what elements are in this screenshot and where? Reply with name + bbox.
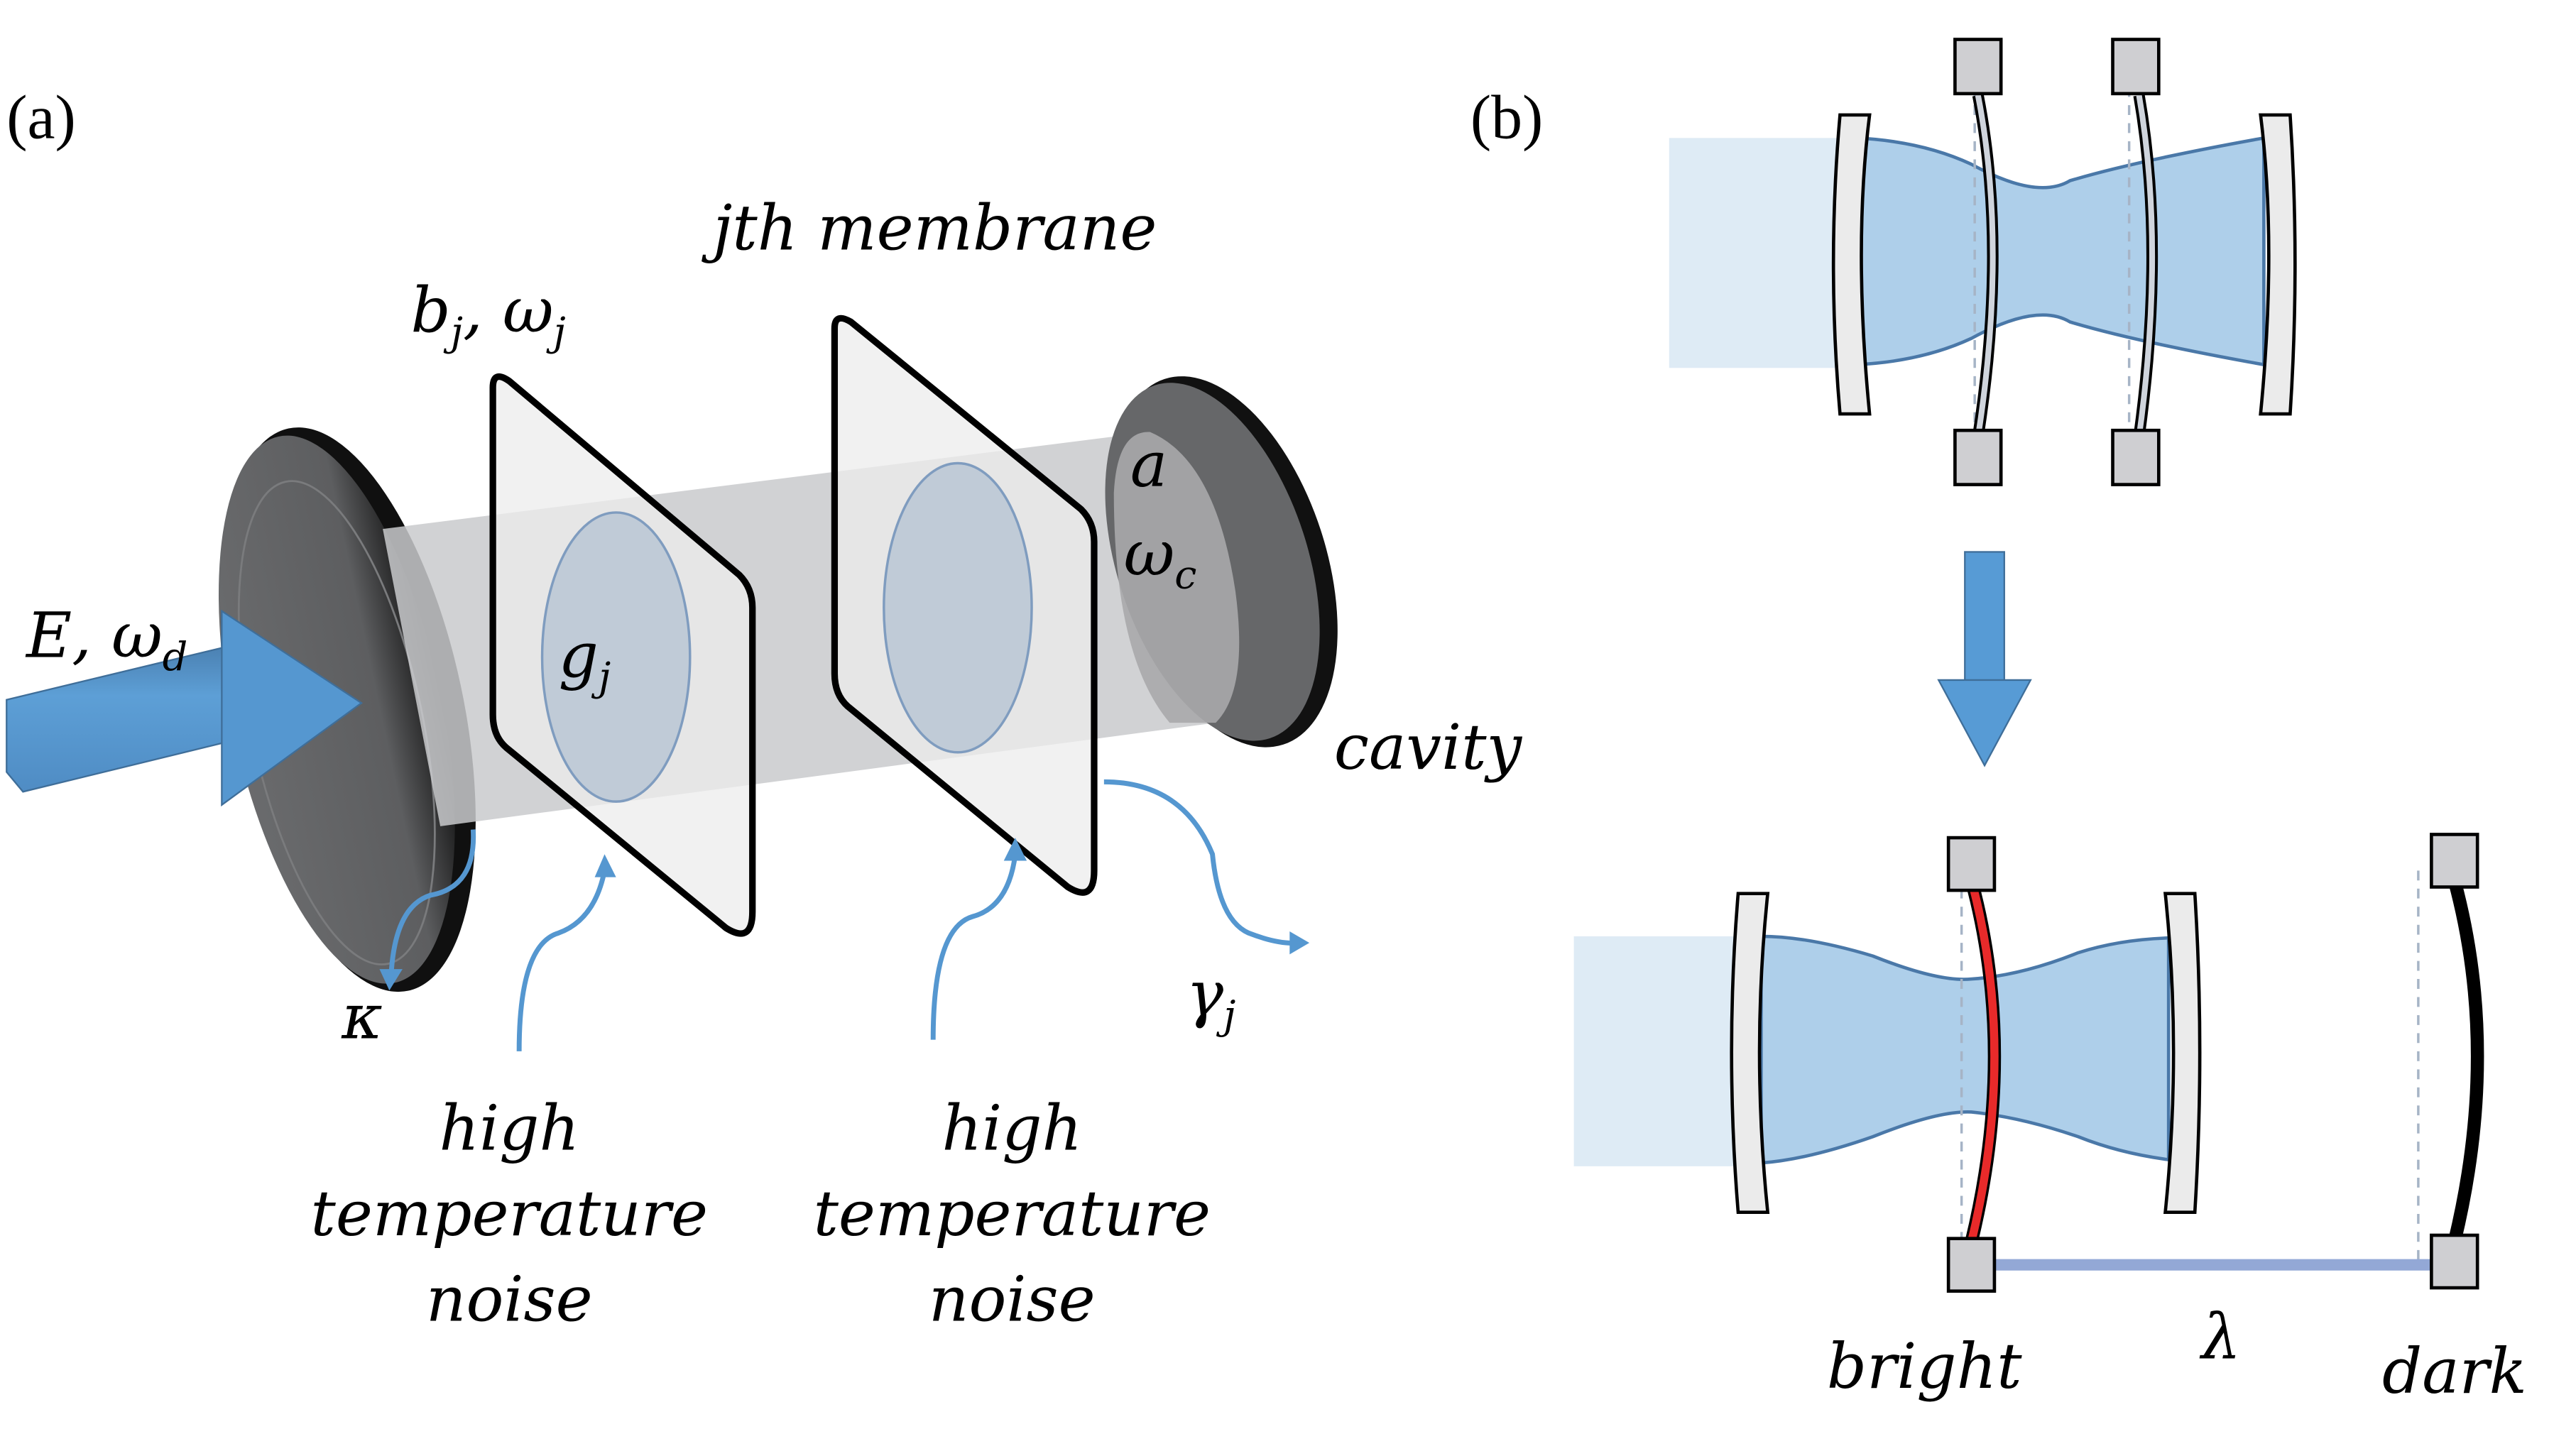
clamp xyxy=(1946,1237,1997,1293)
right-mirror-b xyxy=(2259,113,2297,416)
clamp xyxy=(2430,833,2479,889)
kappa-label: κ xyxy=(341,980,383,1053)
cavity-frequency-label: ωc xyxy=(1124,517,1197,598)
noise-arrow-2-icon xyxy=(930,853,1018,1040)
input-beam xyxy=(1669,138,1840,368)
intracavity-beam xyxy=(1759,934,2171,1165)
clamp xyxy=(2111,38,2161,96)
svg-text:high: high xyxy=(942,1092,1082,1165)
membrane-2 xyxy=(831,314,1098,896)
membrane-title: jth membrane xyxy=(701,192,1157,265)
left-mirror-b xyxy=(1831,113,1872,416)
coupling-label: gj xyxy=(559,618,611,700)
kappa-arrowhead-icon xyxy=(379,969,403,991)
cavity-label: cavity xyxy=(1334,711,1523,784)
clamp xyxy=(1946,836,1997,892)
bright-label: bright xyxy=(1827,1330,2022,1403)
dark-label: dark xyxy=(2382,1335,2527,1408)
drive-label: E, ωd xyxy=(25,599,187,681)
noise-label-2: high temperature noise xyxy=(814,1092,1211,1336)
lambda-label: λ xyxy=(2199,1301,2241,1374)
gamma-arrow-icon xyxy=(1103,779,1299,946)
clamp xyxy=(2430,1233,2479,1290)
two-membrane-cavity xyxy=(1669,38,2297,486)
noise-arrowhead-2-icon xyxy=(1003,838,1027,861)
kappa-arrow-icon xyxy=(388,829,476,978)
panel-b: (b) xyxy=(1470,38,2527,1408)
svg-text:noise: noise xyxy=(426,1262,593,1335)
noise-arrowhead-1-icon xyxy=(594,854,616,877)
right-mirror-b xyxy=(2163,892,2202,1214)
panel-b-label: (b) xyxy=(1470,83,1544,152)
noise-label-1: high temperature noise xyxy=(311,1092,708,1336)
intracavity-beam xyxy=(1855,136,2266,367)
svg-text:high: high xyxy=(439,1092,579,1165)
transform-arrow-icon xyxy=(1937,551,2032,767)
bright-dark-system xyxy=(1573,833,2484,1293)
noise-arrow-1-icon xyxy=(516,870,607,1051)
input-beam xyxy=(1573,936,1745,1166)
svg-text:noise: noise xyxy=(929,1262,1096,1335)
membrane-1 xyxy=(489,373,756,937)
drive-arrow-icon xyxy=(6,609,364,807)
clamp xyxy=(2111,428,2161,486)
gamma-arrowhead-icon xyxy=(1289,931,1310,955)
panel-a-label: (a) xyxy=(6,83,76,152)
gamma-label: γj xyxy=(1186,957,1236,1039)
panel-a: (a) E, ωd bj, ω xyxy=(6,83,1523,1336)
clamp xyxy=(1953,38,2003,96)
right-mirror xyxy=(1105,376,1338,748)
clamp xyxy=(1953,428,2003,486)
svg-text:temperature: temperature xyxy=(814,1177,1211,1250)
decay-arrows xyxy=(388,779,1299,1051)
mode-label: bj, ωj xyxy=(410,273,565,355)
svg-text:temperature: temperature xyxy=(311,1177,708,1250)
cavity-mode-label: a xyxy=(1130,428,1167,501)
left-mirror-b xyxy=(1730,892,1770,1214)
dark-membrane xyxy=(2447,878,2484,1244)
